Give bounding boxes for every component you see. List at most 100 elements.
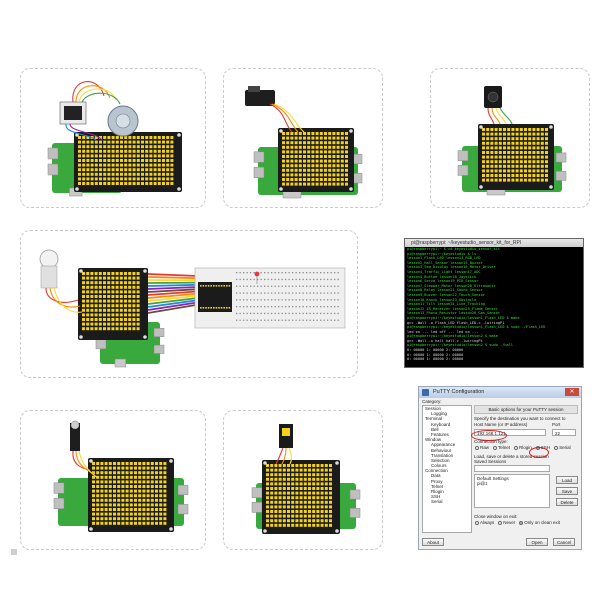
header-pin xyxy=(163,466,167,470)
breadboard-hole xyxy=(327,285,329,287)
breadboard-hole xyxy=(330,319,332,321)
session-item[interactable]: pi@1 xyxy=(477,481,488,486)
radio-button[interactable] xyxy=(493,445,498,450)
jumper-wire xyxy=(75,85,111,103)
header-pin xyxy=(94,299,98,303)
header-pin xyxy=(303,173,306,177)
header-pin xyxy=(540,137,544,141)
tree-item[interactable]: Colours xyxy=(431,463,447,469)
radio-button[interactable] xyxy=(514,445,519,450)
session-item[interactable]: Default Settings xyxy=(477,476,509,481)
tree-item[interactable]: Window xyxy=(425,437,442,443)
header-pin xyxy=(287,464,290,467)
close-icon[interactable]: ✕ xyxy=(565,388,579,396)
header-pin xyxy=(336,132,340,135)
tree-item[interactable]: Telnet xyxy=(431,483,444,489)
tree-item[interactable]: Behaviour xyxy=(431,447,452,453)
header-pin xyxy=(299,519,303,523)
header-pin xyxy=(142,485,146,488)
header-pin xyxy=(120,145,123,149)
terminal-line: lesson13_Photo_Resistor lesson26_Gas_Sen… xyxy=(407,311,501,316)
header-pin xyxy=(312,491,316,495)
header-pin xyxy=(274,523,278,527)
jumper-wire xyxy=(281,447,287,465)
header-pin xyxy=(94,272,98,275)
header-pin xyxy=(155,494,158,498)
header-pin xyxy=(155,462,158,465)
header-pin xyxy=(136,163,140,167)
header-pin xyxy=(498,169,502,173)
tree-item[interactable]: Proxy xyxy=(431,478,443,484)
breadboard-hole xyxy=(302,312,304,315)
tree-item[interactable]: Rlogin xyxy=(431,489,444,494)
saved-sessions-input[interactable] xyxy=(474,465,550,472)
tree-item[interactable]: Connection xyxy=(425,468,448,474)
header-pin xyxy=(94,304,98,308)
header-pin xyxy=(86,299,90,303)
tree-item[interactable]: Appearance xyxy=(431,442,456,448)
radio-button[interactable] xyxy=(475,445,479,450)
sound-sensor-module xyxy=(70,423,80,451)
tree-item[interactable]: Serial xyxy=(431,499,443,505)
header-pin xyxy=(107,327,111,331)
header-pin xyxy=(117,508,121,511)
tree-item[interactable]: Selection xyxy=(431,457,450,463)
open-button[interactable]: Open xyxy=(526,538,548,546)
tree-item[interactable]: Terminal xyxy=(425,416,443,422)
save-button[interactable]: Save xyxy=(556,487,578,495)
radio-button[interactable] xyxy=(554,445,559,450)
header-pin xyxy=(117,517,121,521)
tree-item[interactable]: Data xyxy=(431,473,441,479)
driver-chip xyxy=(64,106,82,120)
header-pin xyxy=(319,178,323,181)
port-input[interactable]: 22 xyxy=(552,429,576,436)
header-pin xyxy=(329,523,332,527)
header-pin xyxy=(86,154,90,158)
jumper-wire xyxy=(499,107,513,125)
radio-button[interactable] xyxy=(475,520,479,525)
header-pin xyxy=(515,151,519,154)
header-pin xyxy=(324,173,327,177)
radio-button[interactable] xyxy=(519,520,524,525)
header-pin xyxy=(328,150,332,154)
tree-item[interactable]: Session xyxy=(425,406,442,411)
header-pin xyxy=(528,132,532,136)
header-pin xyxy=(125,485,129,488)
header-pin xyxy=(157,154,161,158)
tree-item[interactable]: Keyboard xyxy=(431,421,451,427)
radio-button[interactable] xyxy=(498,520,503,525)
breadboard-hole xyxy=(239,312,241,315)
breadboard-hole xyxy=(250,319,252,321)
cobbler-pin xyxy=(220,307,223,309)
cancel-button[interactable]: Cancel xyxy=(553,538,575,546)
header-pin xyxy=(166,140,170,144)
cobbler-pin xyxy=(226,307,228,309)
breadboard-hole xyxy=(323,285,325,287)
header-pin xyxy=(124,308,127,312)
header-pin xyxy=(294,132,298,135)
load-button[interactable]: Load xyxy=(556,476,578,484)
header-pin xyxy=(108,498,112,502)
header-pin xyxy=(170,140,174,144)
delete-button[interactable]: Delete xyxy=(556,498,578,506)
breadboard-hole xyxy=(278,306,280,308)
tree-item[interactable]: Features xyxy=(431,431,449,437)
header-pin xyxy=(134,475,137,479)
tree-item[interactable]: Bell xyxy=(431,426,439,432)
terminal-line: lesson5_Button lesson18_Joystick xyxy=(407,274,477,279)
mount-hole xyxy=(549,185,553,189)
header-pin xyxy=(124,145,128,149)
tree-item[interactable]: Translation xyxy=(431,452,454,458)
breadboard-hole xyxy=(292,278,294,281)
breadboard-hole xyxy=(281,292,283,294)
header-pin xyxy=(103,318,106,321)
header-pin xyxy=(332,168,336,172)
about-button[interactable]: About xyxy=(422,538,444,546)
tree-item[interactable]: Logging xyxy=(431,411,448,417)
header-pin xyxy=(155,480,158,484)
tree-item[interactable]: SSH xyxy=(431,494,441,500)
header-pin xyxy=(113,508,116,511)
